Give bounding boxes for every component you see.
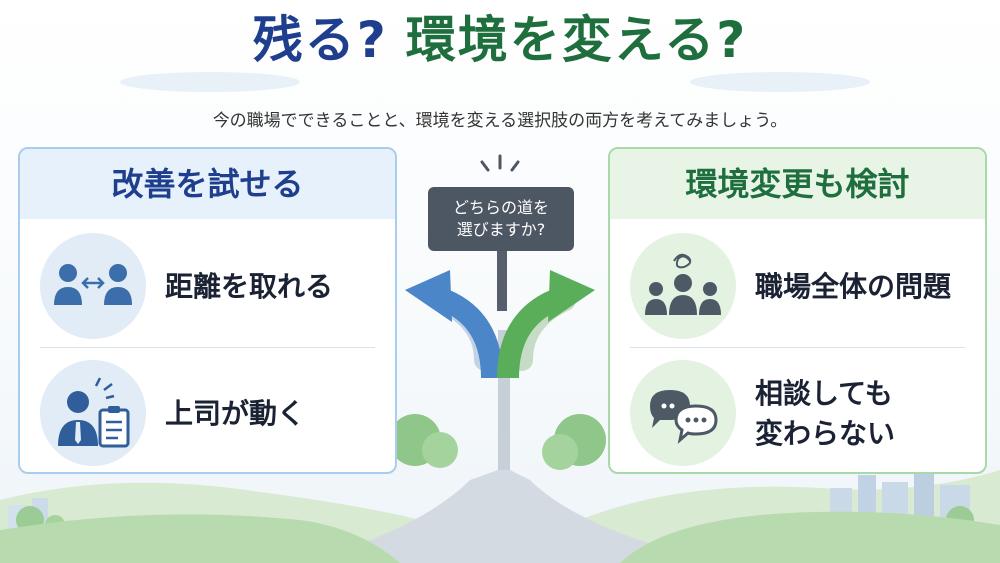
list-item: 職場全体の問題	[610, 227, 985, 347]
fork-arrows	[405, 270, 595, 379]
title-left: 残る?	[252, 11, 388, 69]
change-card-heading: 環境変更も検討	[610, 149, 985, 219]
item-label: 距離を取れる	[165, 270, 334, 303]
manager-clipboard-icon	[40, 360, 146, 466]
item-label: 相談しても 変わらない	[755, 354, 896, 472]
signpost-line-1: どちらの道を	[452, 198, 549, 217]
list-item: 距離を取れる	[20, 227, 395, 347]
signpost-pole	[497, 251, 507, 311]
title-right: 環境を変える?	[405, 11, 748, 69]
list-item: 相談しても 変わらない	[610, 354, 985, 472]
item-label: 職場全体の問題	[755, 270, 952, 303]
improve-card-heading: 改善を試せる	[20, 149, 395, 219]
improve-card: 改善を試せる 距離を取れる	[18, 147, 397, 474]
subtitle: 今の職場でできることと、環境を変える選択肢の両方を考えてみましょう。	[212, 111, 788, 131]
change-card: 環境変更も検討 職場全体の問題	[608, 147, 987, 474]
thinking-lines-icon	[480, 154, 520, 172]
chat-bubbles-icon	[630, 360, 736, 466]
page-title: 残る? 環境を変える?	[0, 8, 1000, 72]
confused-group-icon	[630, 233, 736, 339]
item-label-line-1: 相談しても	[755, 377, 893, 410]
list-item: 上司が動く	[20, 354, 395, 472]
signpost: どちらの道を 選びますか?	[428, 187, 574, 251]
divider	[630, 347, 965, 348]
divider	[40, 347, 375, 348]
people-distance-icon	[40, 233, 146, 339]
item-label: 上司が動く	[165, 397, 306, 430]
signpost-line-2: 選びますか?	[456, 220, 546, 239]
item-label-line-2: 変わらない	[755, 417, 896, 450]
